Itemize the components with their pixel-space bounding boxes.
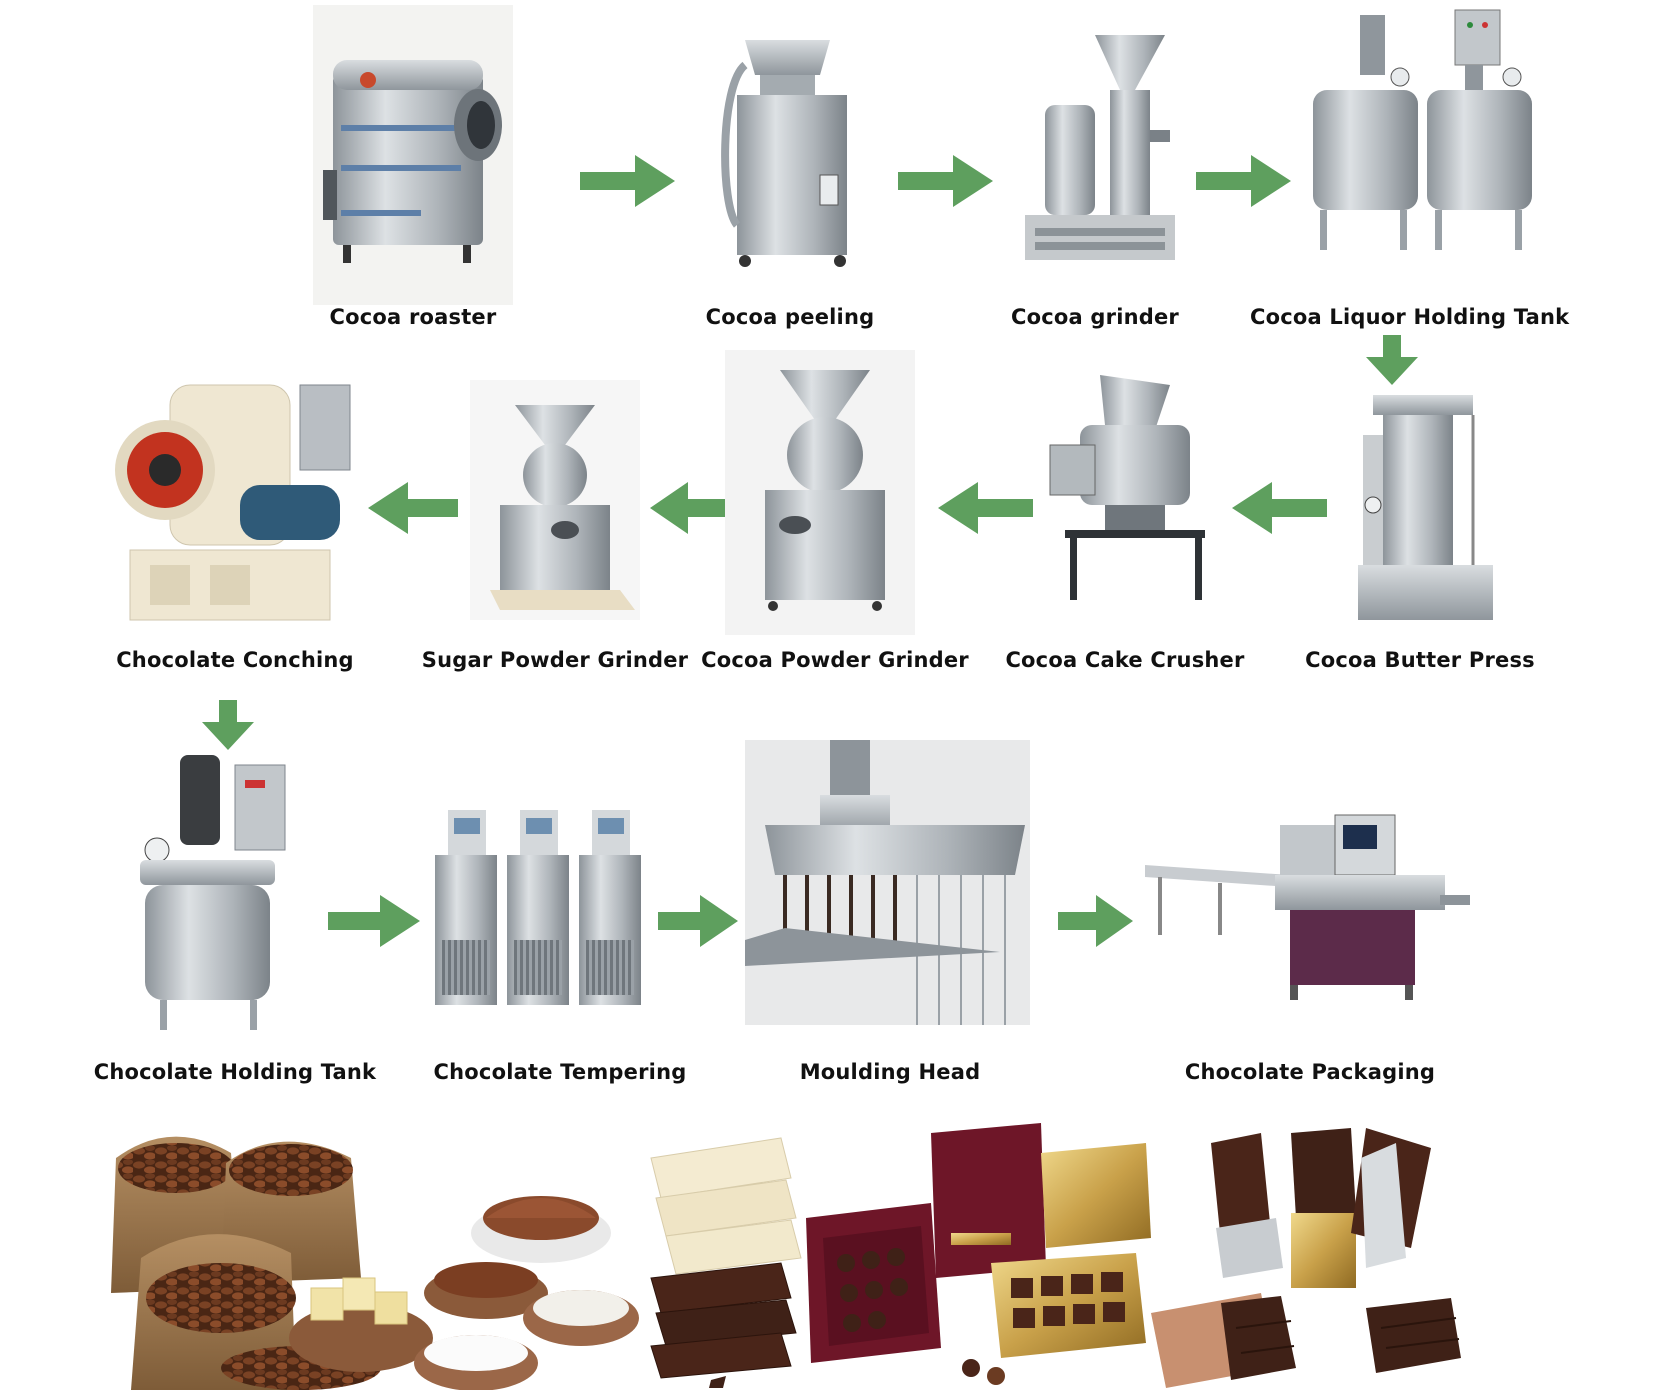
wrapped-chocolate-bar-icon	[1151, 1128, 1461, 1388]
arrow-left-icon	[938, 482, 1033, 534]
cocoa-peeling	[715, 25, 865, 275]
step-label-cake-crusher: Cocoa Cake Crusher	[1005, 648, 1245, 672]
chocolate-conching	[110, 375, 360, 630]
step-label-liquor-tank: Cocoa Liquor Holding Tank	[1250, 305, 1570, 329]
pulverizer-icon	[765, 370, 885, 611]
arrow-down-icon	[202, 700, 254, 750]
arrow-left-icon	[650, 482, 725, 534]
crusher-icon	[1049, 375, 1205, 600]
roaster-machine-icon	[323, 60, 502, 263]
step-label-tempering: Chocolate Tempering	[433, 1060, 687, 1084]
cocoa-roaster	[313, 5, 513, 305]
conche-machine-icon	[115, 384, 351, 621]
moulding-head	[745, 740, 1030, 1025]
arrow-left-icon	[368, 482, 458, 534]
step-label-moulding-head: Moulding Head	[799, 1060, 981, 1084]
step-label-peeling: Cocoa peeling	[705, 305, 875, 329]
step-label-butter-press: Cocoa Butter Press	[1305, 648, 1535, 672]
cocoa-powder-grinder	[725, 350, 915, 635]
chocolate-bars-stack-icon	[650, 1137, 802, 1388]
pulverizer-icon	[490, 405, 635, 610]
step-label-sugar-powder-grinder: Sugar Powder Grinder	[421, 648, 689, 672]
arrow-left-icon	[1232, 482, 1327, 534]
hydraulic-press-icon	[1358, 395, 1493, 620]
flow-wrapper-icon	[1145, 814, 1470, 1000]
step-label-packaging: Chocolate Packaging	[1184, 1060, 1436, 1084]
chocolate-holding-tank	[135, 755, 295, 1035]
sugar-powder-grinder	[470, 380, 640, 620]
depositor-head-icon	[745, 740, 1025, 1025]
arrow-right-icon	[1196, 155, 1291, 207]
chocolate-tempering	[430, 790, 648, 1015]
cocoa-cake-crusher	[1045, 375, 1220, 605]
step-label-grinder: Cocoa grinder	[1011, 305, 1179, 329]
chocolate-gift-box-icon	[806, 1123, 1151, 1385]
product-strip	[111, 1118, 1494, 1390]
cocoa-liquor-holding-tank	[1305, 5, 1545, 275]
arrow-right-icon	[898, 155, 993, 207]
cocoa-beans-sack-icon	[111, 1136, 381, 1390]
step-label-roaster: Cocoa roaster	[329, 305, 497, 329]
arrow-down-icon	[1366, 335, 1418, 385]
step-label-cocoa-powder-grinder: Cocoa Powder Grinder	[701, 648, 969, 672]
cocoa-grinder	[1015, 30, 1175, 275]
arrow-right-icon	[328, 895, 420, 947]
chocolate-packaging	[1140, 805, 1470, 1005]
cocoa-powder-bowls-icon	[289, 1196, 639, 1390]
arrow-right-icon	[580, 155, 675, 207]
tempering-machine-icon	[435, 810, 641, 1005]
step-label-conching: Chocolate Conching	[116, 648, 354, 672]
arrow-right-icon	[1058, 895, 1133, 947]
peeling-machine-icon	[721, 40, 847, 267]
colloid-grinder-icon	[1025, 35, 1175, 260]
mixing-tank-icon	[140, 755, 286, 1030]
cocoa-butter-press	[1348, 395, 1498, 625]
twin-tank-icon	[1313, 9, 1532, 250]
step-label-choc-holding-tank: Chocolate Holding Tank	[93, 1060, 377, 1084]
arrow-right-icon	[658, 895, 738, 947]
